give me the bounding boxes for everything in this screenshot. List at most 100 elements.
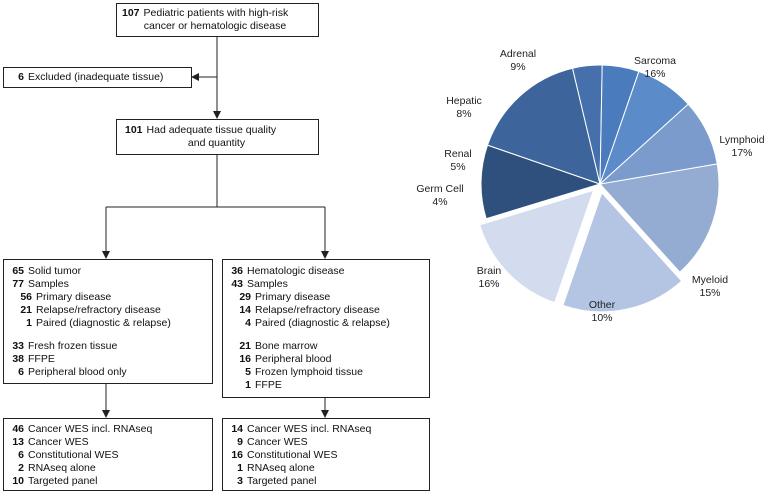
count-value: 38 <box>12 353 24 365</box>
pie-label-percent: 10% <box>591 312 612 324</box>
count-value: 5 <box>245 366 251 378</box>
count-value: 56 <box>20 291 32 303</box>
pie-label-percent: 16% <box>644 68 665 80</box>
count-label: Frozen lymphoid tissue <box>255 366 363 378</box>
count-value: 14 <box>231 423 243 435</box>
pie-label-name: Brain <box>477 265 502 277</box>
pie-label-name: Renal <box>444 148 471 160</box>
count-label: FFPE <box>28 353 55 365</box>
count-value: 21 <box>20 304 32 316</box>
count-value: 107 <box>122 7 140 19</box>
flow-line: 13 Cancer WES <box>10 436 212 449</box>
pie-slice-myeloid <box>479 189 595 304</box>
pie-label-percent: 4% <box>432 196 447 208</box>
count-label: Samples <box>28 278 69 290</box>
pie-label-name: Adrenal <box>500 48 536 60</box>
count-value: 6 <box>18 449 24 461</box>
pie-slice-lymphoid <box>562 191 683 313</box>
count-value: 14 <box>239 304 251 316</box>
pie-label-percent: 9% <box>510 61 525 73</box>
count-label: FFPE <box>255 379 282 391</box>
count-value: 65 <box>12 265 24 277</box>
count-label: Cancer WES incl. RNAseq <box>28 423 153 435</box>
flow-line: 21 Relapse/refractory disease <box>10 304 212 317</box>
count-label: Solid tumor <box>28 265 82 277</box>
count-value: 1 <box>26 317 32 329</box>
count-label: Bone marrow <box>255 340 318 352</box>
flow-line: 14 Relapse/refractory disease <box>229 304 429 317</box>
count-label: Targeted panel <box>247 475 317 487</box>
flow-line: 5 Frozen lymphoid tissue <box>229 366 429 379</box>
count-label: Excluded (inadequate tissue) <box>28 71 164 83</box>
count-label: cancer or hematologic disease <box>143 20 287 32</box>
count-value: 4 <box>245 317 251 329</box>
flow-line: 21 Bone marrow <box>229 340 429 353</box>
count-label: Cancer WES incl. RNAseq <box>247 423 372 435</box>
flow-line: 1 RNAseq alone <box>229 462 429 475</box>
count-value: 6 <box>18 366 24 378</box>
count-label: Cancer WES <box>247 436 308 448</box>
flow-line: 6 Excluded (inadequate tissue) <box>10 71 191 84</box>
pie-label-name: Germ Cell <box>416 183 463 195</box>
count-label: Hematologic disease <box>247 265 345 277</box>
pie-slice-sarcoma <box>599 163 720 273</box>
count-label: Had adequate tissue quality <box>146 124 277 136</box>
count-label: Samples <box>247 278 288 290</box>
count-value: 101 <box>125 124 143 136</box>
count-value: 6 <box>18 71 24 83</box>
pie-label-percent: 16% <box>478 278 499 290</box>
count-label: Primary disease <box>36 291 112 303</box>
pie-label-name: Sarcoma <box>634 55 676 67</box>
count-value: 9 <box>237 436 243 448</box>
count-value: 21 <box>239 340 251 352</box>
count-value: 3 <box>237 475 243 487</box>
count-value: 29 <box>239 291 251 303</box>
flow-line: 4 Paired (diagnostic & relapse) <box>229 317 429 330</box>
flow-line: 1 FFPE <box>229 379 429 392</box>
count-value: 1 <box>237 462 243 474</box>
pie-label-name: Hepatic <box>446 95 482 107</box>
count-value: 1 <box>245 379 251 391</box>
pie-label-name: Other <box>589 299 616 311</box>
count-label: Cancer WES <box>28 436 89 448</box>
count-value: 33 <box>12 340 24 352</box>
count-label: Targeted panel <box>28 475 98 487</box>
count-label: Relapse/refractory disease <box>255 304 380 316</box>
flow-line: and quantity <box>125 137 318 150</box>
flow-line: 56 Primary disease <box>10 291 212 304</box>
flow-line: 77 Samples <box>10 278 212 291</box>
count-label: RNAseq alone <box>247 462 315 474</box>
count-label: Relapse/refractory disease <box>36 304 161 316</box>
pie-slice-other <box>480 144 602 220</box>
count-label: Constitutional WES <box>247 449 338 461</box>
count-value: 2 <box>18 462 24 474</box>
flow-line: 38 FFPE <box>10 353 212 366</box>
pie-label-name: Myeloid <box>692 274 728 286</box>
count-value: 77 <box>12 278 24 290</box>
count-value: 13 <box>12 436 24 448</box>
pie-label-percent: 15% <box>699 287 720 299</box>
pie-label-percent: 8% <box>456 108 471 120</box>
flow-line: cancer or hematologic disease <box>122 20 318 33</box>
count-label: Fresh frozen tissue <box>28 340 118 352</box>
count-label: Paired (diagnostic & relapse) <box>255 317 390 329</box>
